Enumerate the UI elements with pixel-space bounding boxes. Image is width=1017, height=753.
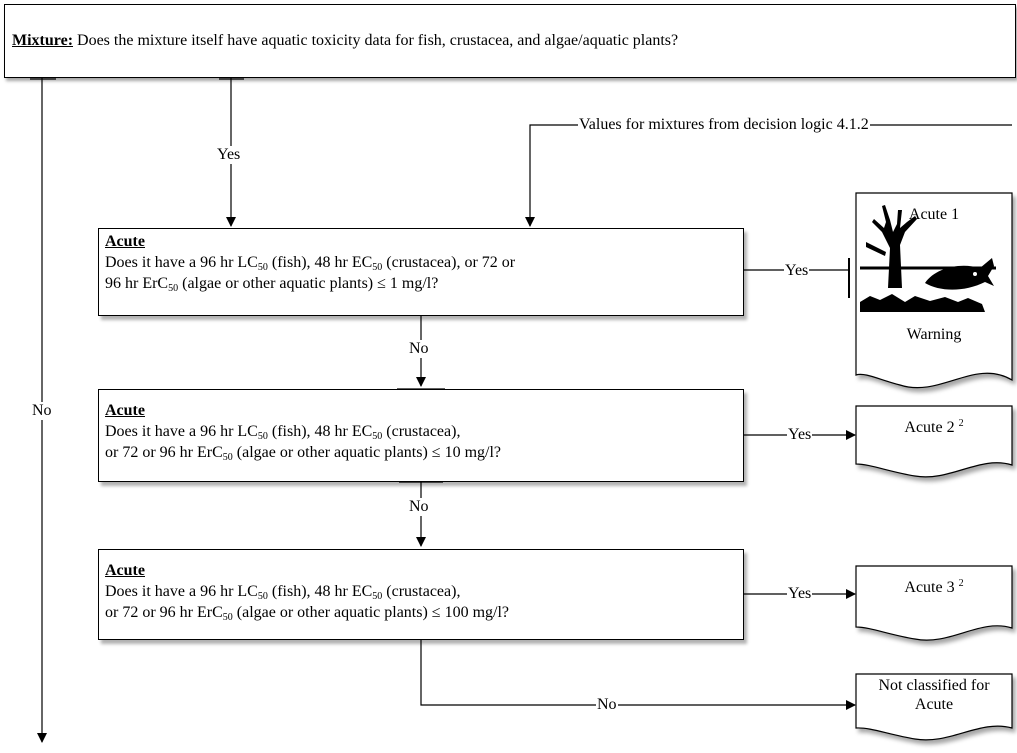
mixture-question: Does the mixture itself have aquatic tox… bbox=[77, 32, 679, 49]
environment-hazard-icon bbox=[860, 205, 996, 312]
acute-heading-2: Acute bbox=[105, 402, 145, 419]
acute-question-1-line2: 96 hr ErC50 (algae or other aquatic plan… bbox=[105, 275, 439, 294]
yes-2-label: Yes bbox=[787, 426, 813, 444]
no-main-label: No bbox=[31, 402, 53, 420]
acute-1-title: Acute 1 bbox=[908, 206, 960, 223]
acute-1-signal-word: Warning bbox=[906, 326, 962, 343]
acute-question-3-line1: Does it have a 96 hr LC50 (fish), 48 hr … bbox=[105, 583, 461, 602]
not-classified-label: Not classified for Acute bbox=[856, 676, 1012, 714]
no-1-label: No bbox=[408, 340, 430, 358]
yes-1-label: Yes bbox=[784, 262, 810, 280]
not-classified-line1: Not classified for bbox=[878, 677, 990, 694]
no-3-line bbox=[420, 640, 856, 710]
no-2-label: No bbox=[408, 498, 430, 516]
acute-heading-1: Acute bbox=[105, 233, 145, 250]
acute-question-box-1: Acute Does it have a 96 hr LC50 (fish), … bbox=[98, 228, 744, 316]
acute-question-3-line2: or 72 or 96 hr ErC50 (algae or other aqu… bbox=[105, 604, 510, 623]
acute-3-label: Acute 3 2 bbox=[904, 578, 964, 597]
acute-2-document bbox=[855, 405, 1013, 478]
yes-top-label: Yes bbox=[216, 146, 242, 164]
values-from-label: Values for mixtures from decision logic … bbox=[578, 116, 870, 134]
mixture-question-box: Mixture: Does the mixture itself have aq… bbox=[4, 4, 1016, 78]
acute-heading-3: Acute bbox=[105, 562, 145, 579]
acute-3-document bbox=[855, 565, 1013, 641]
no-3-label: No bbox=[596, 696, 618, 714]
mixture-label: Mixture: bbox=[12, 32, 74, 49]
yes-3-label: Yes bbox=[787, 585, 813, 603]
acute-question-2-line2: or 72 or 96 hr ErC50 (algae or other aqu… bbox=[105, 444, 502, 463]
acute-2-label: Acute 2 2 bbox=[904, 418, 964, 437]
not-classified-document bbox=[855, 673, 1013, 741]
acute-question-1-line1: Does it have a 96 hr LC50 (fish), 48 hr … bbox=[105, 254, 516, 273]
not-classified-line2: Acute bbox=[914, 696, 954, 713]
acute-question-box-2: Acute Does it have a 96 hr LC50 (fish), … bbox=[98, 389, 744, 482]
acute-question-box-3: Acute Does it have a 96 hr LC50 (fish), … bbox=[98, 549, 744, 640]
acute-question-2-line1: Does it have a 96 hr LC50 (fish), 48 hr … bbox=[105, 423, 461, 442]
